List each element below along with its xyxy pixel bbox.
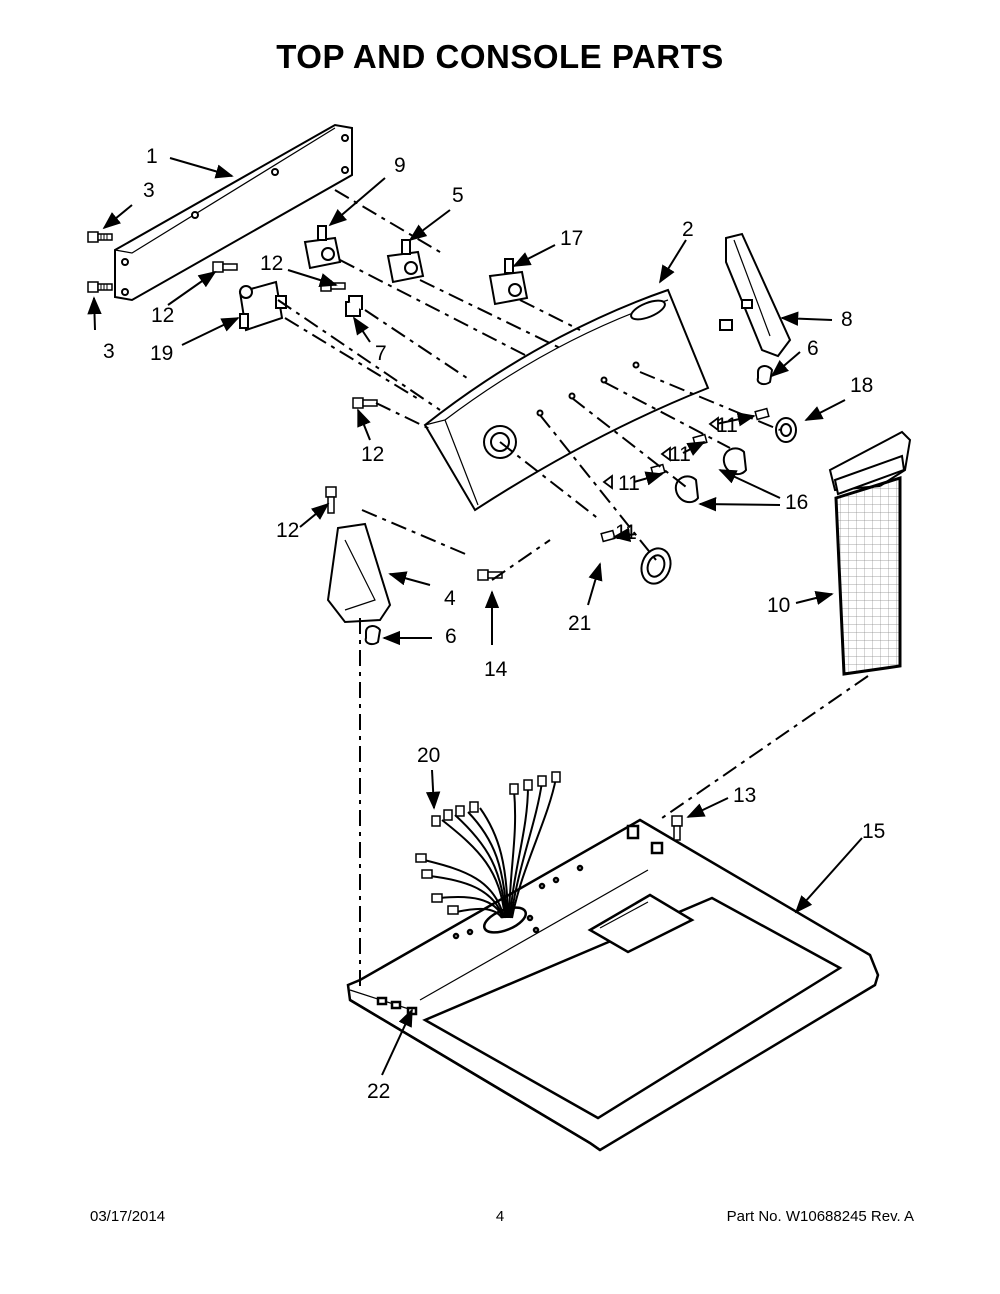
callout-1: 1 [146,145,158,168]
callout-14: 14 [484,658,508,681]
callout-21: 21 [568,612,591,635]
wire-harness [423,777,557,919]
knob-16-a [722,447,748,476]
callout-12-d: 12 [276,519,299,542]
callout-13: 13 [733,784,756,807]
footer-date: 03/17/2014 [90,1208,166,1225]
callout-2: 2 [682,218,694,241]
screw-3-upper [87,231,113,243]
callout-16: 16 [785,491,808,514]
clip-6-left [364,625,382,646]
footer-page-number: 4 [495,1208,505,1225]
callout-19: 19 [150,342,173,365]
end-cap-right [719,232,792,358]
callout-numbers: 1 2 3 3 4 5 6 6 7 8 9 10 11 11 11 11 12 … [103,145,885,1103]
harness-connectors [415,771,561,915]
assembly-lines [277,189,869,990]
knob-21 [640,547,672,585]
lint-screen [828,430,912,676]
rear-console-bracket [114,123,353,302]
footer-part-number: Part No. W10688245 Rev. A [726,1208,914,1225]
callout-15: 15 [862,820,885,843]
screw-3-lower [87,281,113,293]
callout-11-d: 11 [615,521,637,544]
screw-12-b [320,280,346,292]
callout-12-c: 12 [361,443,384,466]
screw-12-a [212,261,238,273]
page-title: TOP AND CONSOLE PARTS [276,38,724,75]
callout-20: 20 [417,744,440,767]
callout-22: 22 [367,1080,390,1103]
screw-13 [671,815,683,841]
knob-18 [775,417,797,443]
knob-16-b [674,475,700,504]
switch-9 [303,225,342,270]
callout-12-a: 12 [260,252,283,275]
spring-11-d [600,529,616,543]
callout-11-c: 11 [618,472,640,495]
callout-9: 9 [394,154,406,177]
callout-6-left: 6 [445,625,457,648]
callout-3-lower: 3 [103,340,115,363]
callout-11-a: 11 [716,414,738,437]
callout-10: 10 [767,594,790,617]
switch-17 [488,258,529,306]
callout-5: 5 [452,184,464,207]
end-cap-left [326,522,392,624]
screw-12-d [325,486,337,514]
console-panel [423,288,710,512]
callout-8: 8 [841,308,853,331]
switch-5 [386,239,425,284]
clip-6-right [756,365,774,386]
clip-7 [345,295,363,317]
top-panel [346,818,880,1152]
callout-3-upper: 3 [143,179,155,202]
callout-7: 7 [375,342,387,365]
callout-11-b: 11 [669,443,691,466]
callout-4: 4 [444,587,456,610]
callout-leaders [87,157,863,1076]
screw-12-c [352,397,378,409]
screw-14 [477,569,503,581]
spring-11-a [754,407,770,421]
spring-markers [602,416,719,490]
callout-18: 18 [850,374,873,397]
callout-17: 17 [560,227,583,250]
timer-19 [238,280,287,332]
callout-12-b: 12 [151,304,174,327]
callout-6-right: 6 [807,337,819,360]
